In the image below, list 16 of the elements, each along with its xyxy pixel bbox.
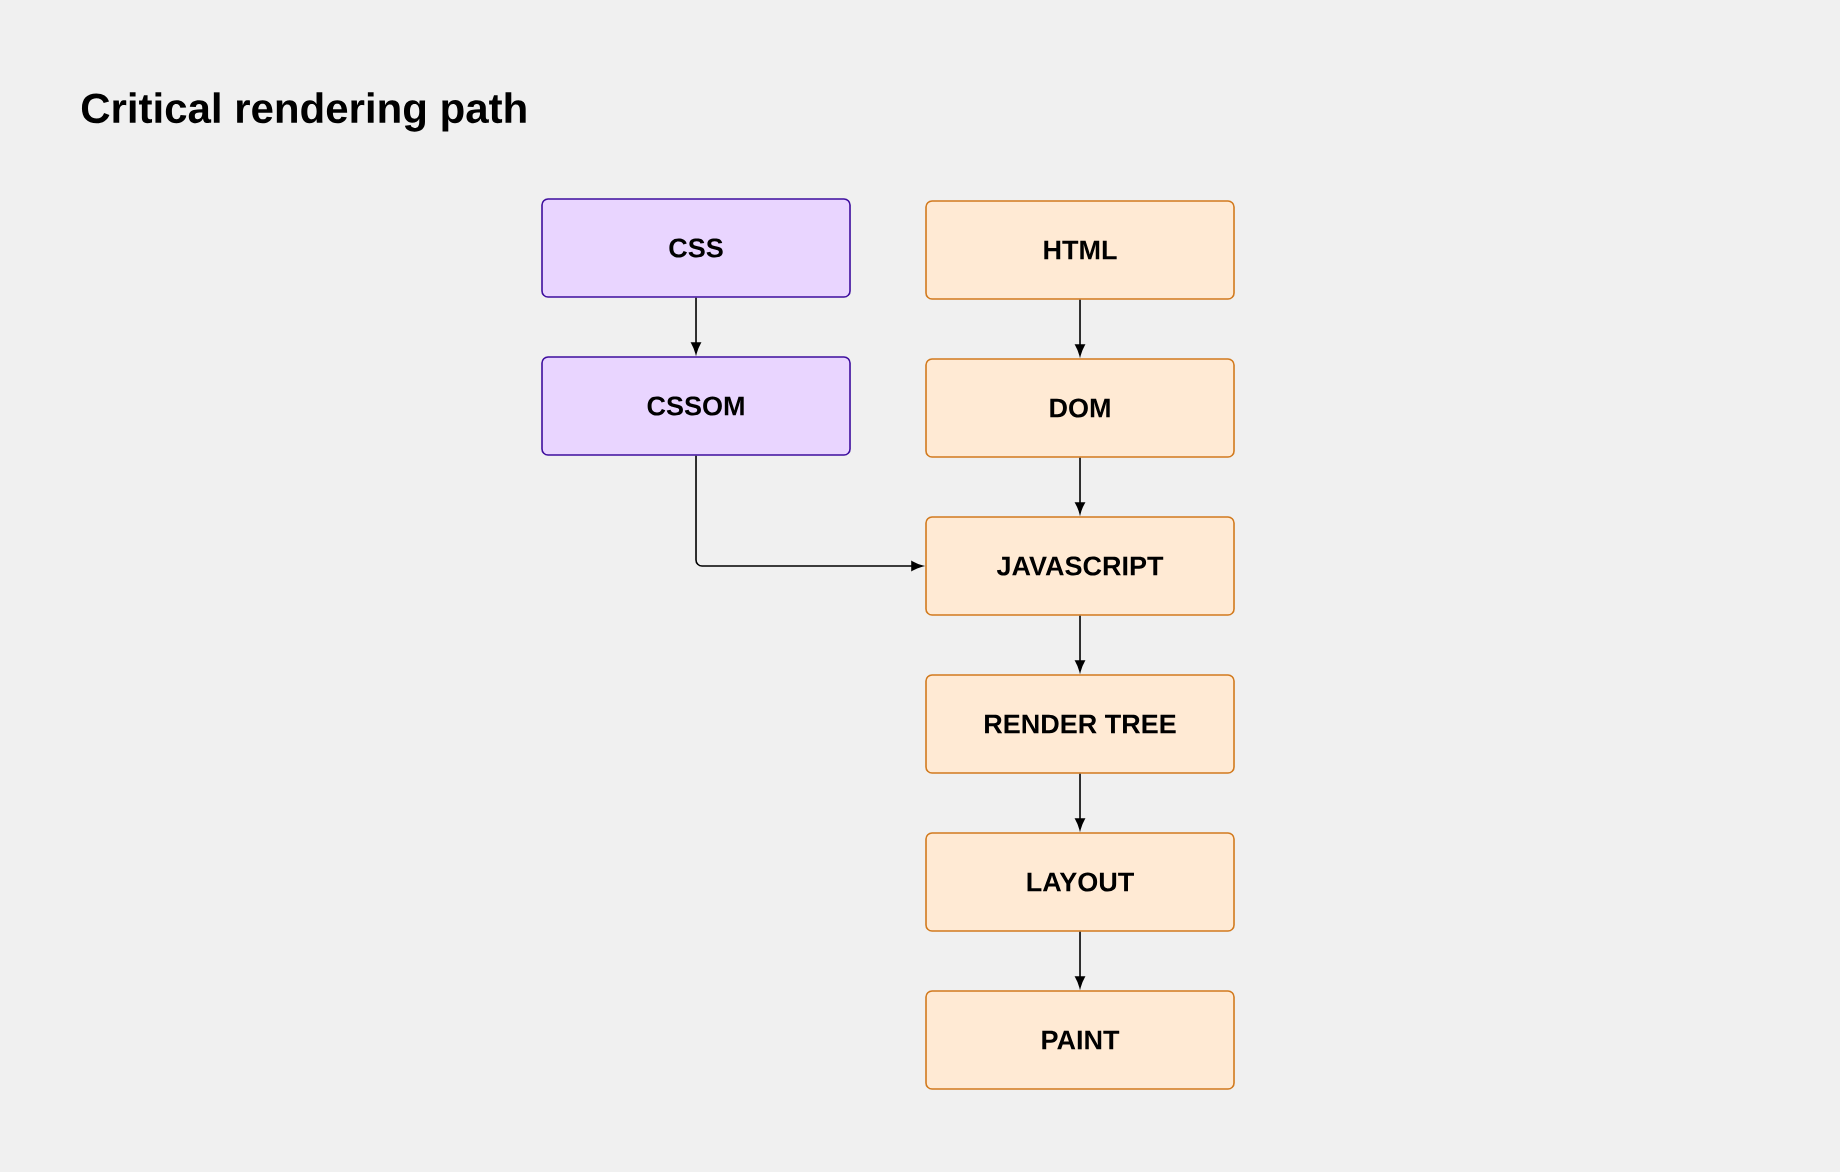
arrow: [695, 455, 923, 571]
title: Critical rendering path: [81, 92, 526, 132]
process-box: DOM: [925, 358, 1235, 458]
process-box: CSS: [541, 198, 851, 298]
arrow: [1075, 773, 1085, 830]
arrow: [1075, 299, 1085, 356]
process-box: LAYOUT: [925, 832, 1235, 932]
arrow: [1075, 615, 1085, 672]
process-box: JAVASCRIPT: [925, 516, 1235, 616]
process-box: PAINT: [925, 990, 1235, 1090]
process-box: RENDER TREE: [925, 674, 1235, 774]
process-box: CSSOM: [541, 356, 851, 456]
arrow: [1075, 931, 1085, 988]
arrow: [691, 297, 701, 354]
process-box: HTML: [925, 200, 1235, 300]
arrow: [1075, 457, 1085, 514]
